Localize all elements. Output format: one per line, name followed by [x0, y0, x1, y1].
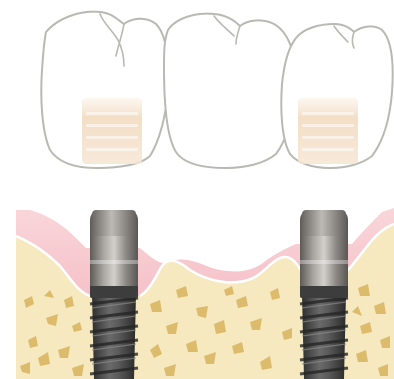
abutment-cap-right	[302, 210, 346, 236]
crown-socket-right	[298, 98, 358, 164]
implant-left	[90, 210, 138, 379]
implant-collar-left	[90, 284, 138, 298]
implant-right	[300, 210, 348, 379]
implant-collar-right	[300, 284, 348, 298]
crown-middle	[164, 14, 296, 168]
abutment-cap-left	[92, 210, 136, 236]
crown-socket-left	[82, 98, 142, 164]
